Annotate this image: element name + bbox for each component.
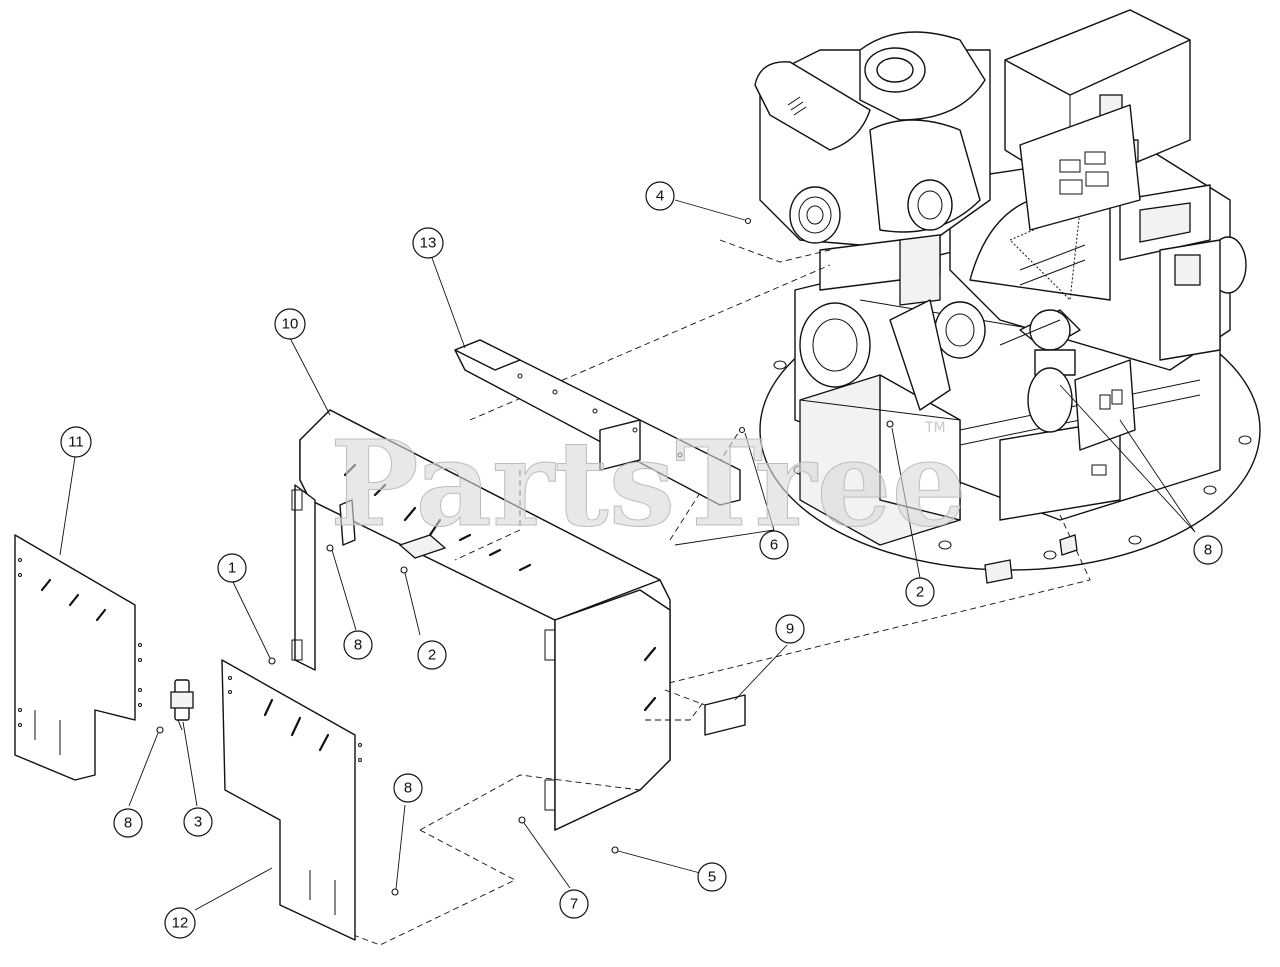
callout-2: 2 (417, 640, 447, 670)
callout-13: 13 (412, 227, 444, 259)
callout-label: 4 (656, 188, 664, 205)
part-12-panel (221, 659, 362, 941)
part-13-bracket (454, 339, 741, 506)
control-box (1004, 9, 1191, 231)
watermark-tm: TM (924, 420, 946, 436)
callout-6: 6 (759, 530, 789, 560)
callout-12: 12 (164, 907, 196, 939)
callout-label: 10 (282, 316, 299, 333)
fasteners (156, 217, 894, 896)
assembly-guide-lines-left (339, 470, 706, 946)
fastener-7 (518, 816, 526, 824)
leader-lines (59, 199, 1196, 911)
fastener-6 (738, 426, 746, 434)
callout-label: 6 (770, 537, 778, 554)
callout-label: 1 (228, 560, 236, 577)
callout-label: 9 (786, 621, 794, 638)
part-9-decal (704, 694, 746, 736)
drive-components (799, 299, 1136, 476)
part-3-latch (170, 679, 194, 731)
fastener-8c (391, 888, 399, 896)
callout-label: 3 (194, 814, 202, 831)
callout-4: 4 (645, 181, 675, 211)
callout-label: 8 (404, 780, 412, 797)
watermark-text: PartsTree (330, 414, 967, 553)
callout-8: 8 (343, 630, 373, 660)
fastener-1 (268, 657, 276, 665)
callout-10: 10 (274, 308, 306, 340)
callout-label: 8 (1204, 542, 1212, 559)
callout-label: 8 (124, 815, 132, 832)
callout-label: 13 (420, 235, 437, 252)
loose-clip (1059, 534, 1078, 556)
fastener-4 (744, 217, 752, 225)
callout-label: 5 (708, 869, 716, 886)
callout-label: 2 (916, 584, 924, 601)
part-11-panel (14, 534, 142, 781)
engine-pulley (789, 186, 841, 244)
callout-8: 8 (1193, 535, 1223, 565)
blower-housing (949, 149, 1247, 371)
shroud-tab (398, 534, 447, 559)
callout-label: 2 (428, 647, 436, 664)
callout-label: 11 (68, 434, 84, 451)
callout-5: 5 (697, 862, 727, 892)
callout-3: 3 (183, 807, 213, 837)
fastener-5 (611, 846, 619, 854)
engine-assembly (754, 31, 991, 306)
callout-label: 7 (570, 896, 578, 913)
fastener-8b (326, 544, 334, 552)
callout-label: 8 (354, 637, 362, 654)
callout-8: 8 (113, 808, 143, 838)
loose-bracket (984, 559, 1013, 584)
callout-label: 12 (172, 915, 189, 932)
callout-8: 8 (393, 773, 423, 803)
engine-air-cleaner (754, 61, 871, 151)
callout-1: 1 (217, 553, 247, 583)
partstree-watermark: PartsTree TM (330, 414, 968, 554)
shroud-side-flange (294, 484, 316, 671)
shroud-vent-slots (343, 463, 657, 712)
part-10-shroud (291, 409, 671, 831)
fastener-8a (156, 726, 164, 734)
fastener-2b (886, 420, 894, 428)
callout-11: 11 (60, 426, 92, 458)
fastener-2 (400, 566, 408, 574)
callout-7: 7 (559, 889, 589, 919)
callout-9: 9 (775, 614, 805, 644)
callout-2: 2 (905, 577, 935, 607)
